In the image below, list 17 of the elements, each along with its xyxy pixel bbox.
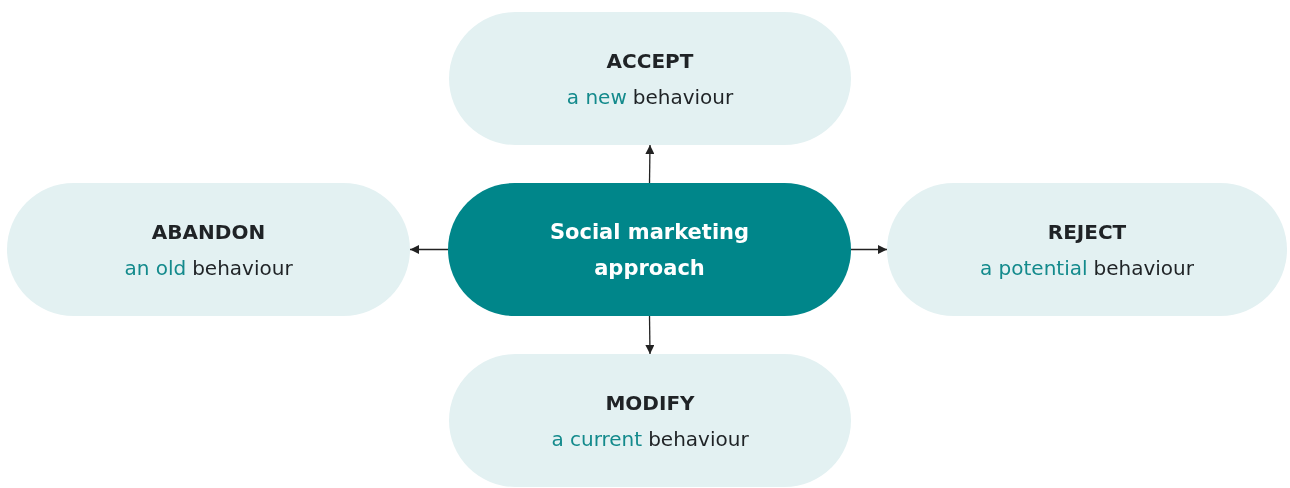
central-label: Social marketing approach	[548, 218, 751, 282]
object-text: behaviour	[1093, 254, 1194, 282]
action-heading: MODIFY	[605, 389, 695, 417]
action-heading: ABANDON	[151, 218, 266, 246]
arrow	[645, 315, 655, 355]
action-heading: ACCEPT	[606, 47, 694, 75]
action-heading: REJECT	[1047, 218, 1127, 246]
object-text: behaviour	[632, 83, 734, 111]
qualifier-text: a new	[566, 83, 627, 111]
qualifier-text: a potential	[979, 254, 1088, 282]
arrow	[409, 245, 449, 254]
arrow	[645, 144, 655, 184]
object-text: behaviour	[192, 254, 293, 282]
qualifier-text: an old	[124, 254, 187, 282]
object-text: behaviour	[648, 425, 749, 453]
qualifier-text: a current	[551, 425, 643, 453]
arrow	[850, 245, 888, 254]
